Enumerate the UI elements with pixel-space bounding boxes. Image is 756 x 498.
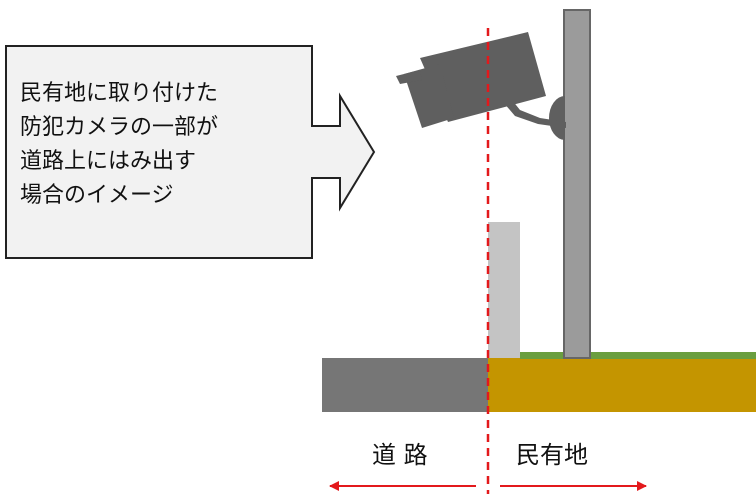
camera-pole xyxy=(563,9,591,359)
road-label: 道 路 xyxy=(372,441,428,469)
camera-mount-plate xyxy=(549,96,565,140)
callout-text-line: 場合のイメージ xyxy=(20,183,174,208)
boundary-wall xyxy=(488,222,520,358)
callout-text-line: 防犯カメラの一部が xyxy=(20,115,219,140)
security-camera-icon xyxy=(396,32,566,140)
camera-lens xyxy=(396,70,422,84)
callout-box xyxy=(5,45,376,259)
callout-text-line: 民有地に取り付けた xyxy=(20,81,219,106)
road-surface xyxy=(322,358,488,412)
grass-strip xyxy=(520,352,756,359)
private-land-surface xyxy=(488,358,756,412)
camera-body xyxy=(420,32,546,122)
private-land-label: 民有地 xyxy=(516,441,588,469)
callout-text-line: 道路上にはみ出す xyxy=(20,149,197,174)
